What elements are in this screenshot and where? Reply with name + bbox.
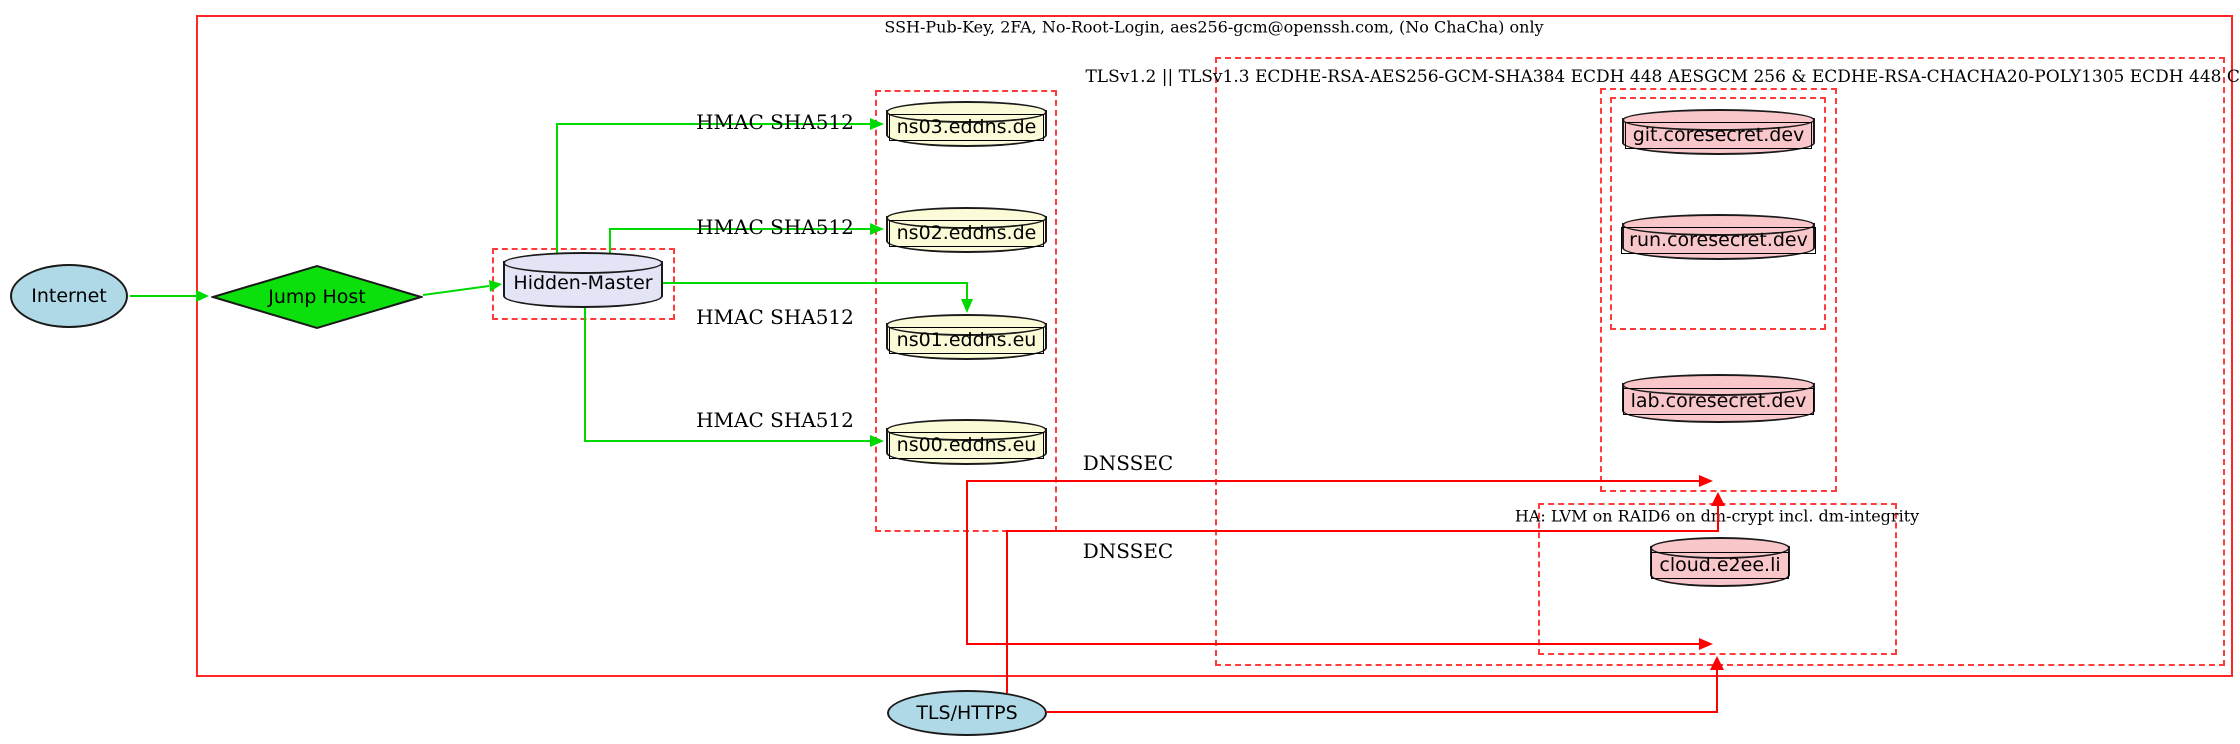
node-ns03: ns03.eddns.de bbox=[886, 101, 1047, 147]
node-git: git.coresecret.dev bbox=[1622, 109, 1815, 155]
node-ns01-label: ns01.eddns.eu bbox=[888, 326, 1045, 354]
node-ns02: ns02.eddns.de bbox=[886, 207, 1047, 253]
arrowhead-coresecret-up bbox=[1711, 492, 1725, 506]
node-tls-https: TLS/HTTPS bbox=[887, 690, 1047, 736]
arrowhead-ns01 bbox=[961, 299, 973, 313]
edge-label-hmac-ns01: HMAC SHA512 bbox=[696, 305, 854, 329]
node-internet-label: Internet bbox=[31, 285, 107, 307]
edge-tlshttps-to-coresecret bbox=[1006, 505, 1719, 693]
cluster-tls-label: TLSv1.2 || TLSv1.3 ECDHE-RSA-AES256-GCM-… bbox=[1085, 67, 2240, 87]
arrowhead-ha-up bbox=[1710, 656, 1724, 670]
arrowhead-ns02 bbox=[870, 223, 884, 235]
arrowhead-ns03 bbox=[870, 118, 884, 130]
node-cloud-label: cloud.e2ee.li bbox=[1651, 551, 1789, 579]
arrowhead-ns00 bbox=[870, 435, 884, 447]
arrowhead-jumphost bbox=[196, 290, 209, 302]
node-ns02-label: ns02.eddns.de bbox=[888, 219, 1045, 247]
edge-label-dnssec-1: DNSSEC bbox=[1082, 451, 1174, 475]
cluster-coresecret-inner-box bbox=[1610, 97, 1826, 330]
edge-jumphost-to-hiddenmaster bbox=[422, 285, 490, 296]
edge-hiddenmaster-to-ns00 bbox=[584, 308, 870, 442]
cluster-ssh-label: SSH-Pub-Key, 2FA, No-Root-Login, aes256-… bbox=[884, 17, 1544, 37]
edge-hiddenmaster-to-ns02 bbox=[609, 228, 870, 262]
node-run-label: run.coresecret.dev bbox=[1621, 226, 1816, 254]
node-lab: lab.coresecret.dev bbox=[1622, 374, 1815, 423]
arrowhead-coresecret-right bbox=[1699, 475, 1713, 487]
jump-host-diamond-shape bbox=[211, 264, 423, 330]
node-hidden-master: Hidden-Master bbox=[503, 252, 663, 308]
edge-hiddenmaster-to-ns03 bbox=[556, 123, 870, 262]
edge-label-hmac-ns02: HMAC SHA512 bbox=[696, 215, 854, 239]
node-run: run.coresecret.dev bbox=[1621, 214, 1816, 260]
edge-dns-to-ha bbox=[966, 532, 1700, 645]
node-jump-host: Jump Host bbox=[211, 264, 423, 330]
edge-hiddenmaster-to-ns01 bbox=[663, 282, 968, 299]
node-git-label: git.coresecret.dev bbox=[1624, 121, 1813, 149]
arrowhead-hiddenmaster bbox=[489, 280, 502, 292]
node-ns00: ns00.eddns.eu bbox=[886, 419, 1047, 465]
node-ns00-label: ns00.eddns.eu bbox=[888, 431, 1045, 459]
cluster-ssh-box bbox=[196, 15, 2233, 677]
node-ns01: ns01.eddns.eu bbox=[886, 314, 1047, 360]
node-lab-label: lab.coresecret.dev bbox=[1622, 388, 1815, 415]
node-tls-https-label: TLS/HTTPS bbox=[916, 702, 1018, 724]
node-hidden-master-label: Hidden-Master bbox=[513, 272, 653, 294]
node-cloud: cloud.e2ee.li bbox=[1650, 537, 1790, 587]
cluster-coresecret-outer-box bbox=[1600, 88, 1837, 492]
node-internet: Internet bbox=[10, 264, 128, 328]
edge-label-dnssec-2: DNSSEC bbox=[1082, 539, 1174, 563]
arrowhead-ha-right bbox=[1699, 638, 1713, 650]
edge-tlshttps-to-ha bbox=[1047, 669, 1718, 713]
node-ns03-label: ns03.eddns.de bbox=[888, 113, 1045, 141]
edge-label-hmac-ns00: HMAC SHA512 bbox=[696, 408, 854, 432]
node-jump-host-label: Jump Host bbox=[268, 286, 366, 308]
edge-dns-to-coresecret bbox=[966, 480, 1700, 532]
edge-label-hmac-ns03: HMAC SHA512 bbox=[696, 110, 854, 134]
